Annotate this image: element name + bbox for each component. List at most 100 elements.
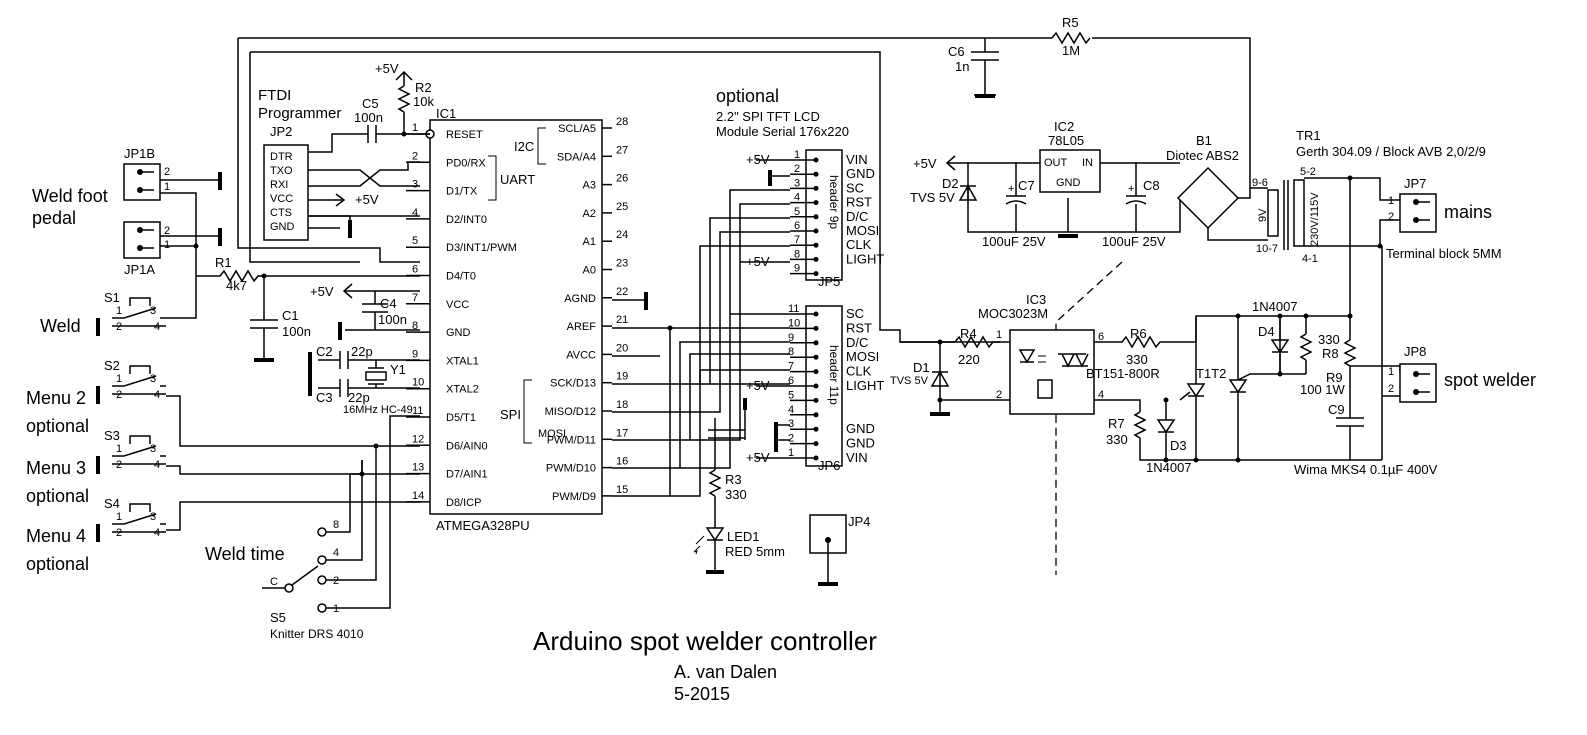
spi-label: SPI (500, 407, 521, 422)
d2-value: TVS 5V (910, 190, 955, 205)
lcd-optional: optional (716, 86, 779, 106)
i2c-label: I2C (514, 139, 534, 154)
svg-text:3: 3 (150, 373, 156, 385)
jp5-pin-label: VIN (846, 152, 868, 167)
mcu-pin-num: 19 (616, 371, 628, 383)
ic3-part: MOC3023M (978, 306, 1048, 321)
ic1-body (429, 119, 603, 515)
y1-value: 16MHz HC-49 (343, 404, 413, 416)
r1-c1-network: R1 4k7 C1 100n (196, 255, 420, 362)
svg-text:1: 1 (1388, 195, 1394, 207)
svg-text:4: 4 (154, 389, 160, 401)
jp5-pin-num: 6 (794, 220, 800, 232)
vcc-decoupling: +5V C4 100n (310, 283, 420, 340)
jp5-pin-num: 1 (794, 149, 800, 161)
svg-text:2: 2 (1388, 383, 1394, 395)
jp5-pin-num: 9 (794, 263, 800, 275)
mcu-pin-name: RESET (446, 129, 483, 141)
jp6-vcc1: +5V (746, 378, 770, 393)
c8-ref: C8 (1143, 178, 1160, 193)
svg-text:2: 2 (164, 225, 170, 237)
ic3-p1: 1 (996, 329, 1002, 341)
d2-ref: D2 (942, 176, 959, 191)
mcu-pin-name: D3/INT1/PWM (446, 242, 517, 254)
jp6-ref: JP6 (818, 458, 840, 473)
jp5-pin-label: D/C (846, 209, 868, 224)
mcu-pin-name: A2 (583, 208, 596, 220)
jp6-pin-num: 8 (788, 346, 794, 358)
y1-ref: Y1 (390, 362, 406, 377)
tr1-part: Gerth 304.09 / Block AVB 2,0/2/9 (1296, 144, 1486, 159)
r2-vcc: +5V (375, 61, 399, 76)
mcu-pin-name: SCK/D13 (550, 378, 596, 390)
mcu-pin-name: D1/TX (446, 186, 478, 198)
s5-p2: 2 (333, 575, 339, 587)
svg-text:2: 2 (116, 527, 122, 539)
mcu-pin-num: 21 (616, 314, 628, 326)
ftdi-pin: RXI (270, 179, 288, 191)
title-block: Arduino spot welder controller A. van Da… (533, 626, 877, 704)
ftdi-title: FTDI (258, 87, 291, 104)
jp6-pin-num: 4 (788, 404, 794, 416)
svg-text:1: 1 (164, 181, 170, 193)
mcu-pin-num: 20 (616, 342, 628, 354)
mcu-pin-num: 3 (412, 179, 418, 191)
c2-value: 22p (351, 344, 373, 359)
ic3-p6: 6 (1098, 331, 1104, 343)
jp8-ref: JP8 (1404, 344, 1426, 359)
d4-ref: D4 (1258, 324, 1275, 339)
jp6-pin-label: CLK (846, 364, 872, 379)
jp7-mains: JP7 12 mains Terminal block 5MM (1386, 176, 1502, 261)
jp7-ref: JP7 (1404, 176, 1426, 191)
uart-label: UART (500, 172, 535, 187)
mcu-pin-num: 18 (616, 399, 628, 411)
led-r3: R3 330 LED1 RED 5mm (693, 398, 785, 574)
mcu-pin-num: 26 (616, 173, 628, 185)
jp1a: 21 JP1A (123, 221, 222, 277)
title-main: Arduino spot welder controller (533, 626, 877, 656)
s3-label: Menu 3 (26, 458, 86, 478)
r1-value: 4k7 (226, 278, 247, 293)
r5-value: 1M (1062, 43, 1080, 58)
c6-value: 1n (955, 59, 969, 74)
jp5-header: header 9p (827, 175, 841, 229)
jp6-pin-num: 9 (788, 332, 794, 344)
lcd-desc1: 2.2" SPI TFT LCD (716, 109, 820, 124)
d3-value: 1N4007 (1146, 460, 1192, 475)
mcu-pin-name: PD0/RX (446, 157, 486, 169)
mcu-pin-name: GND (446, 327, 471, 339)
svg-text:4: 4 (154, 459, 160, 471)
jp8-label: spot welder (1444, 370, 1536, 390)
ftdi-pin: CTS (270, 207, 292, 219)
resistor-r5: R5 1M (1051, 15, 1091, 58)
mcu-pin-num: 13 (412, 462, 424, 474)
r2-value: 10k (413, 94, 434, 109)
jp1a-ref: JP1A (124, 262, 155, 277)
crystal-network: C2 22p C3 22p Y1 16MHz HC-49 (308, 344, 420, 416)
triac-ref: T1T2 (1196, 366, 1226, 381)
jp8-spot-welder: JP8 12 spot welder (1388, 344, 1536, 403)
jp5-pin-num: 7 (794, 234, 800, 246)
ftdi-pin: GND (270, 221, 295, 233)
jp5-pin-label: LIGHT (846, 251, 884, 266)
r8-value: 330 (1318, 332, 1340, 347)
mcu-pin-name: SCL/A5 (558, 123, 596, 135)
jp4: JP4 (809, 514, 870, 586)
s3-ref: S3 (104, 428, 120, 443)
mcu-pin-name: XTAL2 (446, 384, 479, 396)
mcu-pin-name: SDA/A4 (557, 151, 596, 163)
s4-label: Menu 4 (26, 526, 86, 546)
jp6-pin-num: 6 (788, 375, 794, 387)
c5-ref: C5 (362, 96, 379, 111)
tr1-pri: 230V/115V (1309, 192, 1321, 246)
jp7-note: Terminal block 5MM (1386, 246, 1502, 261)
jp6-pin-label: D/C (846, 335, 868, 350)
s4-optional: optional (26, 554, 89, 574)
jp5-pin-label: MOSI (846, 223, 879, 238)
ftdi-subtitle: Programmer (258, 105, 341, 122)
jp5-pin-num: 2 (794, 163, 800, 175)
led1-value: RED 5mm (725, 544, 785, 559)
c7-ref: C7 (1018, 178, 1035, 193)
